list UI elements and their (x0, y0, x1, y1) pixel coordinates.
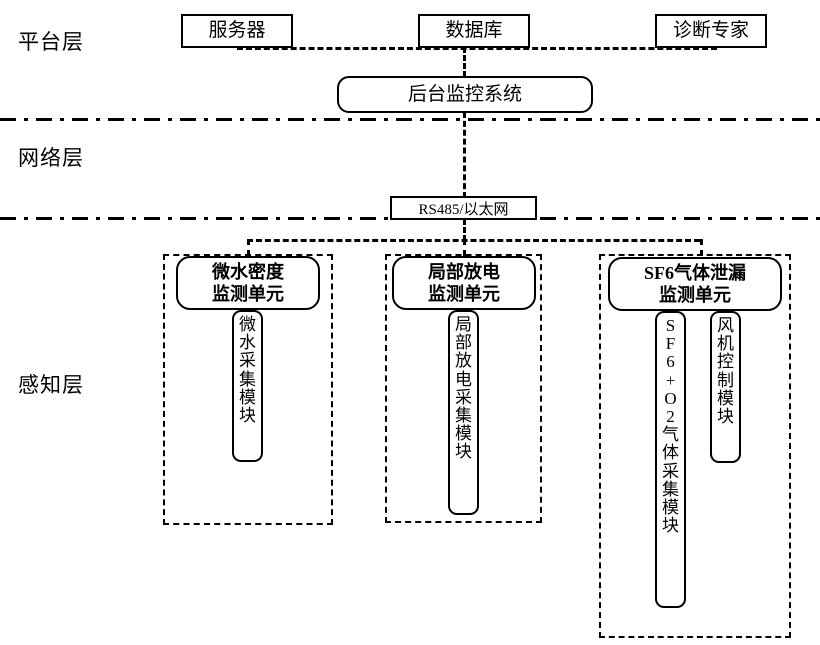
unit-micro-water[interactable]: 微水密度 监测单元 (176, 256, 320, 310)
backend-monitor-box[interactable]: 后台监控系统 (337, 76, 593, 113)
module-char: 采 (662, 461, 679, 481)
unit-sf6-leak-title-line2: 监测单元 (659, 285, 731, 305)
unit-sf6-leak-title-line1: SF6气体泄漏 (643, 262, 746, 283)
unit-partial-discharge-title-line1: 局部放电 (428, 261, 500, 282)
unit-micro-water-title-line1: 微水密度 (212, 261, 284, 282)
module-char: O (664, 388, 677, 408)
module-char: 体 (662, 443, 679, 463)
unit-micro-water-title-line2: 监测单元 (212, 284, 284, 304)
module-char: 块 (717, 406, 734, 426)
link-database-to-backend (463, 47, 466, 77)
layer-label-platform: 平台层 (18, 30, 84, 54)
module-char: 风 (717, 316, 734, 335)
module-char: 微 (239, 315, 256, 334)
backend-monitor-label: 后台监控系统 (407, 83, 522, 105)
module-char: 控 (717, 352, 734, 372)
module-char: 制 (717, 370, 734, 390)
link-branch-to-unit-partial-discharge (463, 239, 466, 256)
module-char: 6 (666, 352, 675, 372)
module-char: 气 (662, 425, 679, 445)
module-char: 集 (455, 405, 472, 425)
module-char: 放 (455, 351, 472, 371)
module-char: 部 (455, 333, 472, 353)
module-char: 集 (239, 369, 256, 389)
module-char: 采 (455, 387, 472, 407)
link-backend-to-network-bus (463, 112, 466, 198)
link-branch-to-unit-sf6-leak (700, 239, 703, 256)
unit-partial-discharge-title-line2: 监测单元 (428, 284, 500, 304)
module-char: 电 (455, 369, 472, 389)
layer-label-perception: 感知层 (18, 373, 84, 397)
platform-node-server[interactable]: 服务器 (181, 14, 293, 48)
module-char: 模 (662, 497, 679, 517)
module-char: 模 (239, 387, 256, 407)
platform-node-database[interactable]: 数据库 (418, 14, 530, 48)
platform-node-expert-label: 诊断专家 (672, 19, 749, 41)
module-char: 块 (239, 405, 256, 425)
link-branch-to-unit-micro-water (247, 239, 250, 256)
module-fan-control[interactable]: 风 机 控 制 模 块 (710, 311, 741, 463)
module-sf6-o2-gas-acq[interactable]: S F 6 + O 2 气 体 采 集 模 块 (655, 311, 686, 608)
platform-node-database-label: 数据库 (445, 19, 503, 41)
perception-branch-bus (247, 239, 700, 242)
module-char: F (665, 334, 676, 354)
module-char: + (665, 370, 676, 390)
module-char: 局 (455, 315, 472, 334)
module-char: 模 (455, 424, 472, 444)
unit-sf6-leak[interactable]: SF6气体泄漏 监测单元 (608, 257, 782, 311)
link-bus-to-branch-trunk (463, 219, 466, 241)
module-char: 采 (239, 351, 256, 371)
layer-label-network: 网络层 (18, 146, 84, 170)
module-char: 块 (662, 516, 679, 536)
platform-node-expert[interactable]: 诊断专家 (655, 14, 767, 48)
module-char: 模 (717, 388, 734, 408)
divider-platform-network (0, 118, 820, 121)
platform-node-server-label: 服务器 (208, 19, 266, 41)
network-bus-label-box: RS485/以太网 (390, 196, 537, 220)
module-micro-water-acq[interactable]: 微 水 采 集 模 块 (232, 310, 263, 462)
perception-group-sf6-leak (599, 254, 791, 638)
module-partial-discharge-acq[interactable]: 局 部 放 电 采 集 模 块 (448, 310, 479, 515)
module-char: S (665, 316, 676, 335)
platform-bus-line (237, 47, 717, 50)
module-char: 水 (239, 333, 256, 353)
module-char: 2 (666, 406, 675, 426)
unit-partial-discharge[interactable]: 局部放电 监测单元 (392, 256, 536, 310)
module-char: 块 (455, 442, 472, 462)
module-char: 集 (662, 479, 679, 499)
module-char: 机 (717, 334, 734, 354)
network-bus-label: RS485/以太网 (418, 201, 509, 218)
